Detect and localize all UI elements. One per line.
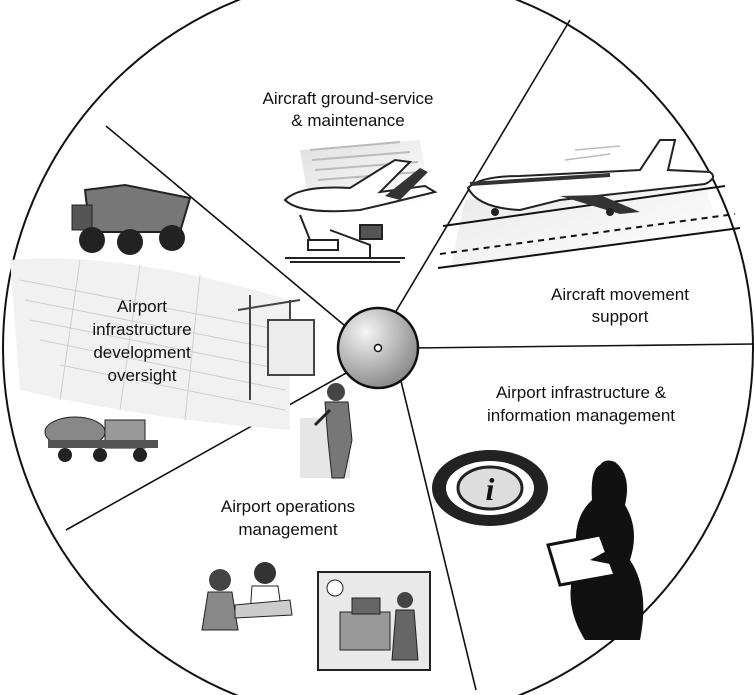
- operations-staff-icon: [201, 562, 293, 631]
- uniformed-attendant-art: [300, 383, 353, 479]
- segment-dividers: [65, 19, 754, 691]
- info-mgmt-label-line-1: Airport infrastructure &: [496, 383, 667, 402]
- infra-dev-label-line-4: oversight: [108, 366, 177, 385]
- segment-movement: Aircraft movement support: [437, 139, 741, 326]
- svg-text:i: i: [486, 471, 495, 507]
- information-person-icon: i: [432, 450, 644, 640]
- operations-label-line-2: management: [238, 520, 338, 539]
- segment-ground-service: Aircraft ground-service & maintenance: [262, 89, 438, 263]
- operations-label-line-1: Airport operations: [221, 497, 355, 516]
- airplane-takeoff-icon: [437, 139, 741, 270]
- movement-label-line-1: Aircraft movement: [551, 285, 689, 304]
- infra-dev-label-line-3: development: [93, 343, 191, 362]
- infra-dev-label-line-1: Airport: [117, 297, 167, 316]
- construction-site-icon: [10, 183, 315, 462]
- info-mgmt-label-line-2: information management: [487, 406, 675, 425]
- center-hub-icon: [336, 306, 420, 390]
- infra-dev-label-line-2: infrastructure: [92, 320, 191, 339]
- airplane-at-gate-icon: [283, 140, 438, 263]
- segment-info-mgmt: Airport infrastructure & information man…: [432, 383, 675, 640]
- concrete-mixer-art: [44, 416, 158, 462]
- segment-operations: Airport operations management: [201, 383, 431, 671]
- security-scanner-icon: [317, 571, 431, 671]
- dump-truck-art: [71, 183, 192, 255]
- ground-service-label-line-1: Aircraft ground-service: [262, 89, 433, 108]
- movement-label-line-2: support: [592, 307, 649, 326]
- segment-infra-dev: Airport infrastructure development overs…: [10, 183, 315, 462]
- ground-service-label-line-2: & maintenance: [291, 111, 404, 130]
